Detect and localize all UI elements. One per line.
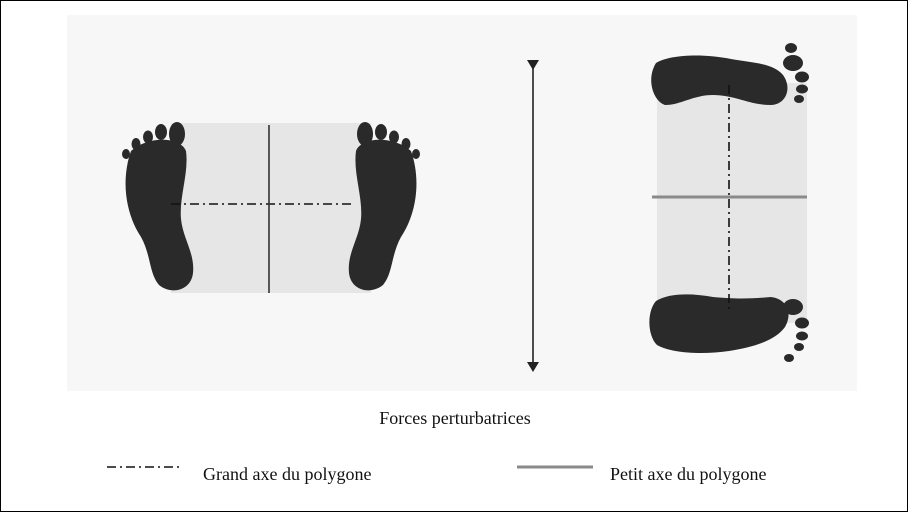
support-polygon-left: [171, 123, 371, 293]
front-foot-icon: [651, 43, 809, 105]
support-polygon-diagram: [1, 1, 907, 401]
forces-perturbatrices-caption: Forces perturbatrices: [1, 408, 908, 429]
stance-feet-side-by-side: [122, 122, 420, 293]
legend-petit-axe-label: Petit axe du polygone: [610, 464, 766, 485]
legend-grand-axe-label: Grand axe du polygone: [203, 464, 371, 485]
back-foot-icon: [649, 294, 809, 362]
support-polygon-right: [657, 83, 807, 323]
legend-solid-line-icon: [515, 461, 595, 473]
stance-feet-front-back: [649, 43, 809, 362]
legend-dash-dot-line-icon: [105, 461, 181, 473]
